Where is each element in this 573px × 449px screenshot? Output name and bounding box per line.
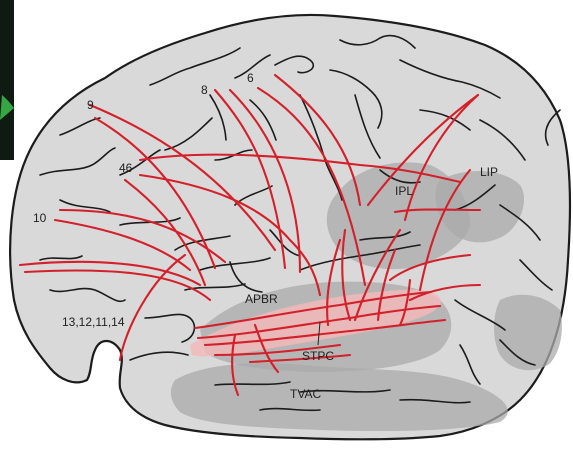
label-area-10: 10 — [33, 211, 47, 225]
label-area-9: 9 — [87, 98, 94, 112]
label-area-46: 46 — [119, 161, 133, 175]
label-area-8: 8 — [201, 83, 208, 97]
label-tvac: TVAC — [290, 387, 321, 401]
label-lip: LIP — [480, 165, 498, 179]
corner-artifact — [0, 0, 14, 160]
label-apbr: APBR — [245, 292, 278, 306]
label-orbital-areas: 13,12,11,14 — [62, 315, 125, 329]
label-ipl: IPL — [395, 184, 413, 198]
label-area-6: 6 — [247, 71, 254, 85]
label-stpc: STPC — [302, 349, 334, 363]
